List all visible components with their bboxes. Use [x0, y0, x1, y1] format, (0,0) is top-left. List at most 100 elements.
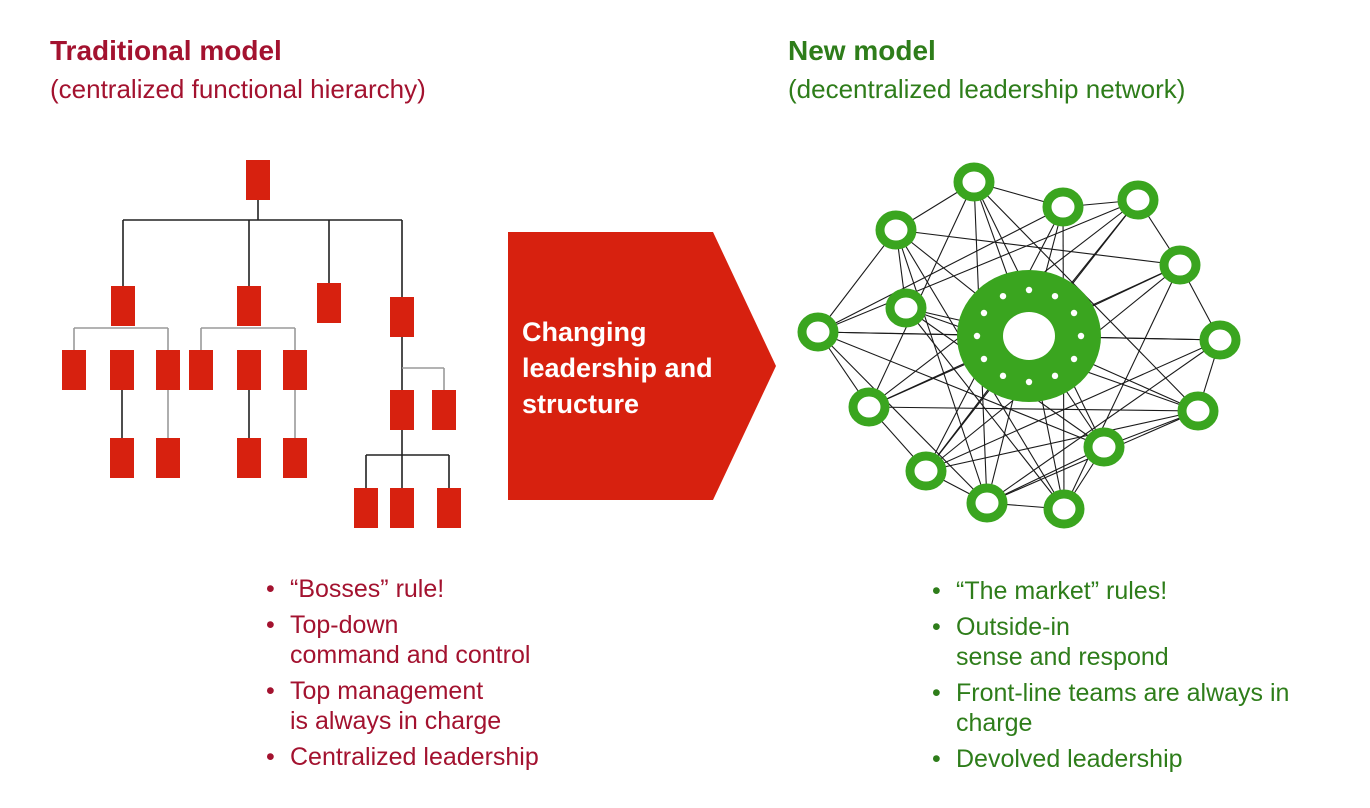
network-node	[885, 288, 927, 328]
hierarchy-box	[437, 488, 461, 528]
network-node	[848, 387, 890, 427]
hub-dot	[999, 372, 1007, 380]
hierarchy-box	[283, 350, 307, 390]
bullet-text: “Bosses” rule!	[290, 575, 445, 603]
bullet-dot-icon: •	[932, 577, 941, 605]
hierarchy-box	[62, 350, 86, 390]
hierarchy-box	[390, 488, 414, 528]
new-model-title: New model	[788, 35, 936, 66]
hierarchy-box	[156, 350, 180, 390]
network-connection	[925, 410, 1199, 472]
hub-dot	[999, 292, 1007, 300]
hierarchy-box	[237, 350, 261, 390]
hub-dot	[1051, 292, 1059, 300]
network-node	[953, 162, 995, 202]
hub-dot	[1077, 332, 1085, 340]
network-connection	[925, 339, 1221, 472]
network-node	[1177, 391, 1219, 431]
network-connection	[817, 331, 1105, 448]
bullet-text: Devolved leadership	[956, 745, 1183, 773]
bullet-item: • “Bosses” rule!	[262, 574, 539, 604]
network-node	[1117, 180, 1159, 220]
bullet-text: sense and respond	[956, 643, 1169, 671]
network-hub	[957, 270, 1101, 402]
network-node	[797, 312, 839, 352]
bullet-item: • Centralized leadership	[262, 742, 539, 772]
network-node	[966, 483, 1008, 523]
network-node	[1042, 187, 1084, 227]
bullet-dot-icon: •	[266, 677, 275, 705]
network-connection	[868, 406, 1199, 412]
arrow-label-line: leadership and	[522, 353, 713, 383]
bullet-text: Outside-in	[956, 613, 1070, 641]
network-node	[1043, 489, 1085, 529]
arrow-label-line: structure	[522, 389, 640, 419]
bullet-text: Top management	[290, 677, 484, 705]
bullet-text: charge	[956, 709, 1033, 737]
network-connection	[868, 181, 975, 408]
bullet-item: • “The market” rules!	[928, 576, 1289, 606]
network-diagram	[797, 162, 1241, 529]
hierarchy-box	[111, 286, 135, 326]
new-model-subtitle: (decentralized leadership network)	[788, 74, 1186, 104]
network-connection	[817, 229, 897, 333]
hub-dot	[973, 332, 981, 340]
hierarchy-box	[189, 350, 213, 390]
hierarchy-chart	[62, 160, 461, 528]
network-connection	[817, 206, 1064, 333]
bullet-text: is always in charge	[290, 707, 502, 735]
network-connection	[1063, 264, 1181, 510]
bullet-dot-icon: •	[932, 679, 941, 707]
bullet-dot-icon: •	[266, 743, 275, 771]
hierarchy-box	[246, 160, 270, 200]
network-connection	[895, 229, 988, 504]
hub-dot	[1025, 286, 1033, 294]
hub-center	[1003, 312, 1055, 360]
bullet-text: Front-line teams are always in	[956, 679, 1290, 707]
hub-dot	[1025, 378, 1033, 386]
hierarchy-boxes	[62, 160, 461, 528]
network-connection	[817, 199, 1139, 333]
bullet-dot-icon: •	[266, 575, 275, 603]
hub-dot	[1070, 309, 1078, 317]
hierarchy-box	[237, 286, 261, 326]
hierarchy-box	[317, 283, 341, 323]
hierarchy-box	[390, 297, 414, 337]
hierarchy-box	[237, 438, 261, 478]
traditional-model-subtitle: (centralized functional hierarchy)	[50, 74, 426, 104]
arrow-label: Changing leadership and structure	[522, 314, 762, 422]
bullet-text: Centralized leadership	[290, 743, 539, 771]
hierarchy-box	[156, 438, 180, 478]
arrow-label-line: Changing	[522, 317, 647, 347]
bullet-dot-icon: •	[266, 611, 275, 639]
network-node	[1199, 320, 1241, 360]
network-connection	[986, 446, 1105, 504]
network-connection	[986, 339, 1221, 504]
hierarchy-box	[390, 390, 414, 430]
hub-dot	[1070, 355, 1078, 363]
bullet-item: •Devolved leadership	[928, 744, 1289, 774]
bullet-text: “The market” rules!	[956, 577, 1168, 605]
traditional-model-title: Traditional model	[50, 35, 282, 66]
bullet-dot-icon: •	[932, 613, 941, 641]
hierarchy-box	[354, 488, 378, 528]
network-node	[875, 210, 917, 250]
network-connection	[905, 307, 1065, 510]
hub-dot	[980, 355, 988, 363]
hierarchy-connectors	[73, 200, 450, 488]
hub-dot	[1051, 372, 1059, 380]
bullet-text: Top-down	[290, 611, 399, 639]
network-node	[1083, 427, 1125, 467]
hierarchy-box	[432, 390, 456, 430]
hierarchy-box	[283, 438, 307, 478]
change-arrow	[508, 232, 776, 500]
hierarchy-box	[110, 350, 134, 390]
bullet-text: command and control	[290, 641, 531, 669]
